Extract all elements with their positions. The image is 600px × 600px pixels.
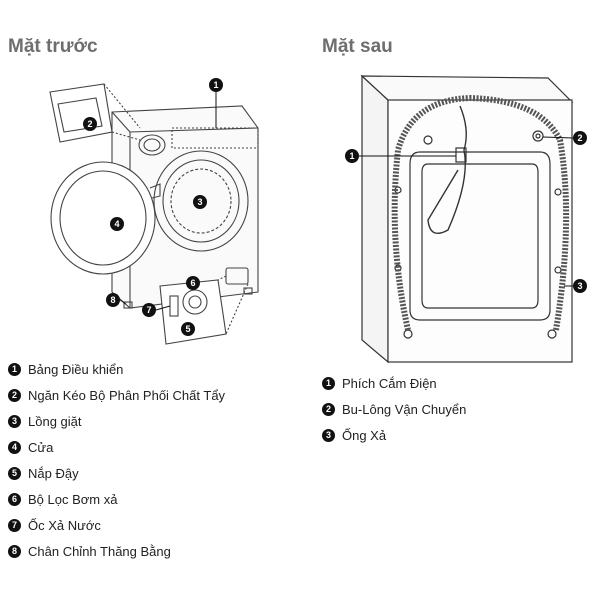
back-legend: 1 Phích Cắm Điện 2 Bu-Lông Vận Chuyển 3 Ống… (322, 370, 466, 448)
front-legend: 1 Bảng Điều khiển 2 Ngăn Kéo Bộ Phân Phối … (8, 356, 225, 564)
number-badge: 8 (8, 544, 21, 558)
number-badge: 1 (322, 376, 335, 390)
number-badge: 7 (8, 518, 21, 532)
legend-label: Ống Xả (342, 427, 387, 443)
back-legend-item: 1 Phích Cắm Điện (322, 370, 466, 396)
back-callout-2 (573, 131, 587, 145)
front-view-title: Mặt trước (8, 36, 98, 57)
svg-text:8: 8 (110, 295, 115, 305)
svg-text:6: 6 (190, 278, 195, 288)
front-legend-item: 2 Ngăn Kéo Bộ Phân Phối Chất Tẩy (8, 382, 225, 408)
front-door (50, 161, 156, 275)
number-badge: 5 (8, 466, 21, 480)
number-badge: 2 (8, 388, 21, 402)
svg-text:1: 1 (349, 151, 354, 161)
back-legend-item: 2 Bu-Lông Vận Chuyển (322, 396, 466, 422)
number-badge: 3 (322, 428, 335, 442)
number-badge: 6 (8, 492, 21, 506)
legend-label: Bảng Điều khiển (28, 361, 124, 377)
number-badge: 1 (8, 362, 21, 376)
front-callout-8 (106, 293, 120, 307)
legend-label: Cửa (28, 439, 54, 455)
legend-label: Lồng giặt (28, 413, 82, 429)
legend-label: Bu-Lông Vận Chuyển (342, 401, 467, 417)
legend-label: Ngăn Kéo Bộ Phân Phối Chất Tẩy (28, 387, 226, 403)
front-callout-3 (193, 195, 207, 209)
back-washer-body (361, 74, 389, 364)
front-legend-item: 8 Chân Chỉnh Thăng Bằng (8, 538, 225, 564)
svg-text:1: 1 (213, 80, 218, 90)
front-control-panel (171, 127, 259, 149)
front-legend-item: 1 Bảng Điều khiển (8, 356, 225, 382)
svg-text:4: 4 (114, 219, 119, 229)
front-washer-body (111, 105, 259, 309)
back-power-cord (427, 105, 467, 234)
svg-text:3: 3 (197, 197, 202, 207)
front-legend-item: 6 Bộ Lọc Bơm xả (8, 486, 225, 512)
front-legend-item: 4 Cửa (8, 434, 225, 460)
svg-text:5: 5 (185, 324, 190, 334)
front-callout-4 (110, 217, 124, 231)
front-callout-6 (186, 276, 200, 290)
number-badge: 3 (8, 414, 21, 428)
legend-label: Ốc Xả Nước (28, 517, 101, 533)
front-callout-5 (181, 322, 195, 336)
svg-text:3: 3 (577, 281, 582, 291)
legend-label: Chân Chỉnh Thăng Bằng (28, 543, 171, 559)
front-legend-item: 7 Ốc Xả Nước (8, 512, 225, 538)
front-legend-item: 3 Lồng giặt (8, 408, 225, 434)
number-badge: 2 (322, 402, 335, 416)
back-callout-3 (573, 279, 587, 293)
front-drum-opening (153, 150, 249, 252)
back-view-title: Mặt sau (322, 36, 393, 57)
svg-text:2: 2 (87, 119, 92, 129)
number-badge: 4 (8, 440, 21, 454)
front-legend-item: 5 Nắp Đậy (8, 460, 225, 486)
back-drain-hose (391, 94, 570, 331)
legend-label: Phích Cắm Điện (342, 375, 437, 391)
back-callout-1 (345, 149, 359, 163)
front-callout-1 (209, 78, 223, 92)
front-callout-7 (142, 303, 156, 317)
legend-label: Nắp Đậy (28, 465, 79, 481)
front-callout-2 (83, 117, 97, 131)
svg-text:2: 2 (577, 133, 582, 143)
back-legend-item: 3 Ống Xả (322, 422, 466, 448)
legend-label: Bộ Lọc Bơm xả (28, 491, 118, 507)
svg-text:7: 7 (146, 305, 151, 315)
back-panel (409, 151, 551, 321)
